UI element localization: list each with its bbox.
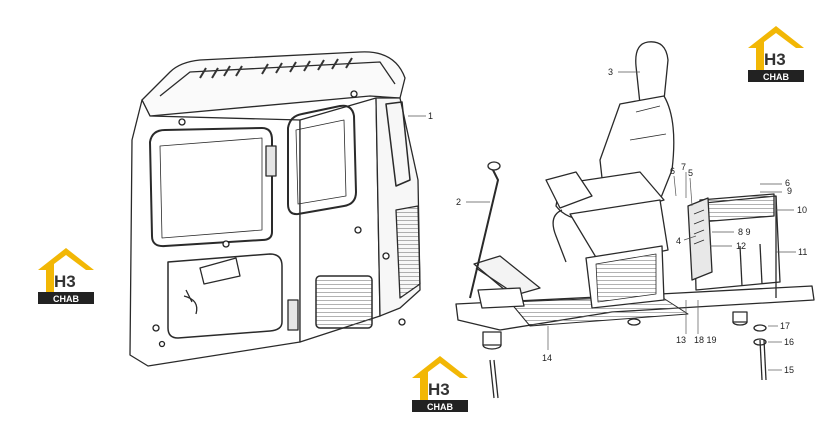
svg-text:CHAB: CHAB bbox=[763, 72, 789, 82]
callout-11: 11 bbox=[798, 247, 807, 257]
callout-5: 5 bbox=[688, 168, 693, 178]
callout-13: 13 bbox=[676, 335, 686, 345]
travel-pedal bbox=[473, 255, 541, 297]
brand-logo-bottom-center: H3 CHAB bbox=[408, 352, 472, 414]
logo-house-icon: H3 CHAB bbox=[412, 356, 468, 412]
seat-armrest bbox=[545, 171, 593, 209]
callout-10: 10 bbox=[797, 205, 807, 215]
callout-7: 7 bbox=[681, 162, 686, 172]
callout-12: 12 bbox=[736, 241, 746, 251]
svg-text:H3: H3 bbox=[428, 380, 450, 399]
operator-seat bbox=[545, 41, 675, 309]
door-window bbox=[287, 104, 357, 216]
callout-6b: 6 bbox=[785, 178, 790, 188]
callout-18-19: 18 19 bbox=[694, 335, 717, 345]
callout-2: 2 bbox=[456, 197, 461, 207]
callout-16: 16 bbox=[784, 337, 794, 347]
seat-headrest bbox=[635, 41, 669, 105]
cab-front-body bbox=[129, 99, 301, 367]
door-hinge-bottom bbox=[287, 299, 299, 331]
callout-8-9: 8 9 bbox=[738, 227, 751, 237]
cab-bolts bbox=[152, 90, 406, 348]
side-vents bbox=[395, 205, 421, 299]
svg-text:CHAB: CHAB bbox=[53, 294, 79, 304]
callout-6a: 6 bbox=[670, 166, 675, 176]
callout-15: 15 bbox=[784, 365, 794, 375]
control-lever bbox=[469, 167, 499, 299]
roof-vents bbox=[199, 57, 353, 79]
logo-house-icon: H3 CHAB bbox=[38, 248, 94, 304]
side-window bbox=[385, 101, 411, 187]
svg-text:H3: H3 bbox=[54, 272, 76, 291]
base-plate-assembly bbox=[455, 161, 815, 399]
door-hinge-top bbox=[265, 145, 277, 177]
floor-mounts bbox=[482, 311, 748, 350]
cab-roof bbox=[141, 51, 406, 117]
door-vent bbox=[315, 275, 373, 329]
logo-house-icon: H3 CHAB bbox=[748, 26, 804, 82]
cab-assembly bbox=[129, 51, 421, 367]
leader-lines bbox=[408, 71, 796, 371]
front-window bbox=[149, 127, 273, 248]
brand-logo-top-right: H3 CHAB bbox=[744, 22, 808, 84]
callout-9: 9 bbox=[787, 186, 792, 196]
long-bolts bbox=[489, 324, 767, 399]
callout-14: 14 bbox=[542, 353, 552, 363]
callout-17: 17 bbox=[780, 321, 790, 331]
control-box bbox=[687, 197, 713, 281]
callout-labels: 1 2 3 4 5 6 7 6 9 10 8 9 11 12 13 18 19 … bbox=[428, 67, 807, 375]
callout-4: 4 bbox=[676, 236, 681, 246]
svg-text:H3: H3 bbox=[764, 50, 786, 69]
lower-front-panel bbox=[167, 253, 283, 339]
svg-text:CHAB: CHAB bbox=[427, 402, 453, 412]
callout-3: 3 bbox=[608, 67, 613, 77]
seat-base bbox=[569, 199, 669, 265]
brand-logo-left: H3 CHAB bbox=[34, 244, 98, 306]
callout-1: 1 bbox=[428, 111, 433, 121]
